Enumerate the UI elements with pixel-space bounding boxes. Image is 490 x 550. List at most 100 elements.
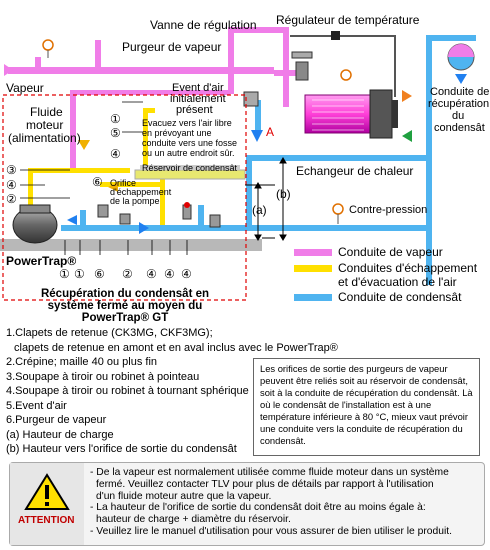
legend-exhaust-2: et d'évacuation de l'air	[294, 275, 457, 289]
recovery-title-2: système fermé au moyen du	[47, 300, 203, 312]
attention-line: - Veuillez lire le manuel d'utilisation …	[90, 525, 452, 537]
air-vent-label: Event d'air	[172, 82, 224, 94]
dimension-lines	[245, 157, 287, 241]
cold-in-arrow-icon	[402, 130, 412, 142]
pressure-gauge-icon	[332, 203, 344, 224]
steam-trap-label: Purgeur de vapeur	[122, 40, 222, 54]
legend-steam: Conduite de vapeur	[294, 245, 443, 259]
exhaust-port-label: Orifice	[110, 178, 137, 188]
motive-fluid-label: Fluide	[30, 105, 63, 119]
callout-5: ⑤	[110, 126, 121, 140]
powertrap-label: PowerTrap®	[6, 254, 77, 268]
attention-line: - De la vapeur est normalement utilisée …	[90, 467, 449, 478]
warning-icon	[10, 463, 84, 545]
legend-label: Conduites d'échappement	[338, 261, 478, 275]
attention-word: ATTENTION	[18, 515, 75, 526]
air-vent-label-2: initialement	[170, 93, 226, 105]
list-item: (b) Hauteur vers l'orifice de sortie du …	[6, 443, 237, 455]
callout-4b: ④	[6, 178, 17, 192]
recovery-arrow-icon	[455, 74, 467, 84]
steam-trap-icon	[243, 91, 259, 107]
attention-line: d'un fluide moteur autre que la vapeur.	[96, 490, 272, 502]
motive-fluid-label-3: (alimentation)	[8, 131, 81, 145]
legend-label: Conduite de vapeur	[338, 245, 443, 259]
attention-box: ATTENTION - De la vapeur est normalement…	[9, 462, 485, 546]
bottom-valves	[97, 202, 221, 228]
recovery-line-label-4: condensât	[434, 122, 485, 134]
system-diagram	[0, 27, 476, 301]
bottom-callout: ④	[181, 267, 192, 281]
bottom-callout: ①	[59, 267, 70, 281]
list-item: 2.Crépine; maille 40 ou plus fin	[6, 356, 158, 368]
dimension-b-label: (b)	[276, 187, 291, 201]
list-item: 4.Soupape à tiroir ou robinet à tournant…	[6, 385, 249, 397]
flow-arrow-icon	[108, 182, 118, 192]
recovery-line-label: Conduite de	[430, 86, 490, 98]
pressure-gauge-icon	[42, 39, 54, 58]
list-item: (a) Hauteur de charge	[6, 428, 114, 441]
callout-2: ②	[6, 192, 17, 206]
list-item: 5.Event d'air	[6, 399, 67, 412]
temperature-regulator-label: Régulateur de température	[276, 13, 420, 27]
control-valve-icon	[291, 51, 313, 81]
ground-bar	[0, 239, 262, 251]
condensate-lines	[61, 35, 476, 285]
legend-swatch	[294, 293, 332, 301]
recovery-title: Récupération du condensât en	[40, 288, 210, 300]
legend-label: Conduite de condensât	[338, 290, 462, 304]
attention-line: fermé. Veuillez contacter TLV pour plus …	[96, 478, 434, 490]
back-pressure-label: Contre-pression	[349, 204, 428, 216]
discharge-note-2: en prévoyant une	[142, 128, 212, 138]
flow-arrow-icon	[251, 130, 263, 142]
hot-out-arrow-icon	[402, 90, 412, 102]
pressure-gauge-icon	[340, 69, 352, 81]
list-item: 3.Soupape à tiroir ou robinet à pointeau	[6, 370, 200, 383]
heat-exchanger	[304, 89, 398, 139]
flow-arrow-icon	[78, 140, 90, 150]
control-valve-label: Vanne de régulation	[150, 18, 257, 32]
component-list: 1.Clapets de retenue (CK3MG, CKF3MG); cl…	[6, 326, 338, 457]
list-item: 1.Clapets de retenue (CK3MG, CKF3MG);	[6, 327, 213, 339]
steam-label: Vapeur	[6, 81, 44, 95]
steam-arrow-icon	[4, 64, 13, 76]
recovery-line-label-2: récupération	[428, 98, 490, 110]
list-item: clapets de retenue en amont et en aval i…	[14, 341, 338, 354]
discharge-note-3: conduite vers une fosse	[142, 138, 238, 148]
flow-arrow-icon	[139, 222, 149, 234]
attention-line: hauteur de charge + diamètre du réservoi…	[96, 514, 291, 526]
bottom-callout: ⑥	[94, 267, 105, 281]
bottom-callout: ②	[122, 267, 133, 281]
legend-exhaust: Conduites d'échappement	[294, 261, 478, 275]
marker-a: A	[266, 125, 275, 139]
bottom-callout: ④	[164, 267, 175, 281]
flow-arrow-icon	[67, 215, 77, 225]
exhaust-port-label-3: de la pompe	[110, 196, 160, 206]
heat-exchanger-label: Echangeur de chaleur	[296, 164, 414, 178]
bottom-callout: ①	[74, 267, 85, 281]
legend-label: et d'évacuation de l'air	[338, 275, 457, 289]
callout-4: ④	[110, 147, 121, 161]
callout-1: ①	[110, 112, 121, 126]
note-box: Les orifices de sortie des purgeurs de v…	[253, 358, 480, 456]
temperature-regulator	[290, 31, 396, 97]
air-vent-label-3: présent	[176, 104, 213, 116]
list-item: 6.Purgeur de vapeur	[6, 414, 107, 426]
exhaust-port-label-2: d'échappement	[110, 187, 172, 197]
callout-6: ⑥	[92, 175, 103, 189]
legend-swatch	[294, 264, 332, 272]
discharge-note-4: ou un autre endroit sûr.	[142, 148, 235, 158]
exhaust-lines	[28, 108, 165, 225]
callout-lines	[20, 101, 188, 255]
powertrap-enclosure	[2, 94, 247, 301]
steam-lines	[8, 27, 304, 170]
powertrap-tank	[12, 204, 58, 244]
recovery-line-label-3: du	[452, 110, 465, 122]
dimension-a-label: (a)	[252, 203, 267, 217]
discharge-note: Evacuez vers l'air libre	[142, 118, 232, 128]
bottom-callout: ④	[146, 267, 157, 281]
reservoir-label: Réservoir de condensât	[142, 163, 238, 173]
motive-fluid-label-2: moteur	[26, 118, 64, 132]
recovery-title-3: PowerTrap® GT	[81, 312, 169, 324]
attention-line: - La hauteur de l'orifice de sortie du c…	[90, 502, 426, 514]
legend-swatch	[294, 248, 332, 256]
